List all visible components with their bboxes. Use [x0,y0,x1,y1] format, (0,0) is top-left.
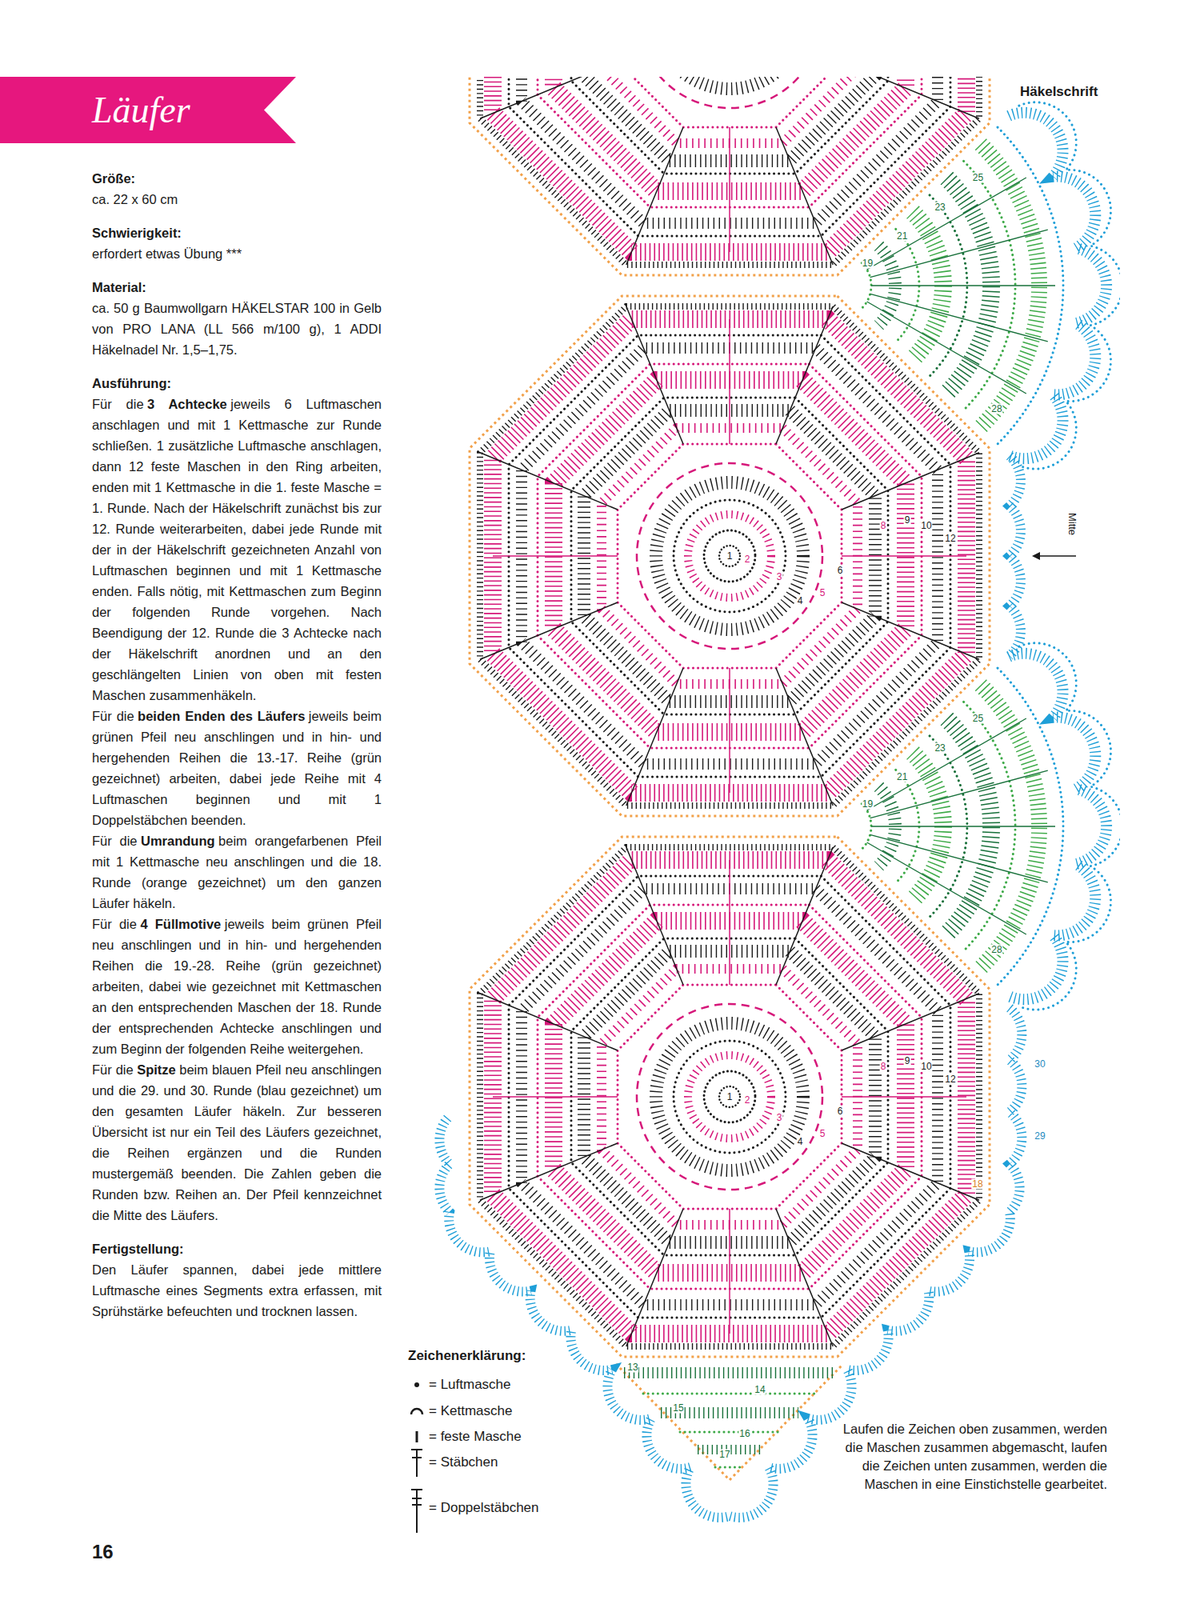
title-banner: Läufer [0,76,296,144]
round-number: 4 [796,1136,804,1148]
text-paragraph: Größe: [92,168,382,189]
chart-heading: Häkelschrift [1020,83,1098,101]
text-paragraph: Material: [92,276,382,298]
round-number: 5 [819,588,827,599]
round-number: 25 [972,172,984,183]
bold-term: 3 Achtecke [147,396,228,412]
bold-term: beiden Enden des Läufers [137,708,305,724]
text-paragraph: ca. 50 g Baumwollgarn HÄKELSTAR 100 in G… [92,297,382,360]
banner-title: Läufer [92,76,191,144]
round-number: 13 [626,1362,639,1373]
text-paragraph: Für dieUmrandungbeim orangefarbenen Pfei… [92,830,382,914]
round-number: 2 [744,1095,752,1106]
body-text: ca. 50 g Baumwollgarn HÄKELSTAR 100 in G… [92,300,382,357]
text-paragraph: Für diebeiden Enden des Läufersjeweils b… [92,705,382,831]
round-number: 1 [726,551,734,562]
round-number: 28 [990,944,1003,955]
body-text: erfordert etwas Übung *** [92,246,242,261]
round-number: 21 [896,231,908,242]
round-number: 19 [861,258,874,269]
round-number: 5 [819,1128,827,1140]
round-number: 3 [776,1112,784,1124]
body-text: ca. 22 x 60 cm [92,192,178,207]
bold-term: Größe: [92,171,136,186]
body-text: Für die [92,708,135,724]
round-number: 19 [861,799,874,810]
round-number: 8 [880,1061,888,1072]
round-number: 8 [880,520,888,532]
text-paragraph: ca. 22 x 60 cm [92,188,382,210]
text-paragraph: Den Läufer spannen, dabei jede mittlere … [92,1259,382,1322]
bold-term: 4 Füllmotive [140,916,221,932]
round-number: 29 [1033,1131,1046,1142]
text-paragraph: Schwierigkeit: [92,222,382,244]
round-number: 3 [776,572,784,583]
round-number: 6 [836,565,844,576]
bold-term: Spitze [136,1062,176,1077]
legend-entry: = Doppelstäbchen [428,1499,540,1517]
round-number: 14 [753,1384,766,1396]
legend-heading: Zeichenerklärung: [408,1347,526,1365]
bold-term: Schwierigkeit: [92,225,182,240]
bold-term: Fertigstellung: [92,1241,184,1256]
round-number: 12 [944,533,956,544]
instruction-column: Größe: ca. 22 x 60 cm Schwierigkeit: erford… [92,168,382,1322]
legend-entry: = Kettmasche [428,1402,512,1420]
round-number: 4 [796,596,804,607]
round-number: 6 [836,1106,844,1117]
center-label: Mitte [1066,512,1079,536]
body-text: Den Läufer spannen, dabei jede mittlere … [92,1262,382,1319]
body-text: jeweils 6 Luftmaschen anschlagen und mit… [92,396,382,703]
legend-entry: = Stäbchen [428,1453,499,1472]
round-number: 21 [896,772,908,783]
legend-entry: = Luftmasche [428,1376,512,1394]
body-text: Für die [92,916,137,932]
round-number: 30 [1033,1059,1046,1070]
round-number: 17 [718,1449,731,1460]
body-text: Für die [92,1062,134,1077]
text-paragraph: Für die3 Achteckejeweils 6 Luftmaschen a… [92,393,382,706]
body-text: jeweils beim grünen Pfeil neu anschlinge… [92,916,382,1056]
body-text: jeweils beim grünen Pfeil neu anschlinge… [92,708,382,828]
round-number: 25 [972,712,984,724]
chart-drawing [439,76,1120,1518]
body-text: Für die [92,396,144,412]
bold-term: Ausführung: [92,376,172,391]
text-paragraph: Fertigstellung: [92,1238,382,1260]
round-number: 28 [990,403,1003,414]
chart-note: Laufen die Zeichen oben zusammen, werden… [835,1420,1108,1494]
legend-entry: = feste Masche [428,1428,522,1446]
round-number: 15 [672,1403,684,1414]
page-number: 16 [92,1540,114,1564]
center-arrow [1032,552,1076,560]
round-number: 10 [920,1061,932,1072]
round-number: 10 [920,520,932,532]
round-number: 2 [744,554,752,565]
bold-term: Umrandung [140,833,216,848]
round-number: 9 [904,1056,912,1067]
round-number: 23 [933,742,946,753]
text-paragraph: Für dieSpitzebeim blauen Pfeil neu ansch… [92,1059,382,1226]
text-paragraph: Für die4 Füllmotivejeweils beim grünen P… [92,913,382,1060]
body-text: beim blauen Pfeil neu anschlingen und di… [92,1062,382,1223]
bold-term: Material: [92,280,147,295]
round-number: 12 [944,1074,956,1085]
round-number: 23 [933,201,946,212]
round-number: 9 [904,515,912,526]
text-paragraph: erfordert etwas Übung *** [92,243,382,264]
round-number: 16 [738,1428,751,1440]
text-paragraph: Ausführung: [92,372,382,394]
legend-symbols [411,1382,423,1533]
round-number: 1 [726,1092,734,1103]
round-number: 18 [971,1179,984,1190]
body-text: Für die [92,833,138,848]
